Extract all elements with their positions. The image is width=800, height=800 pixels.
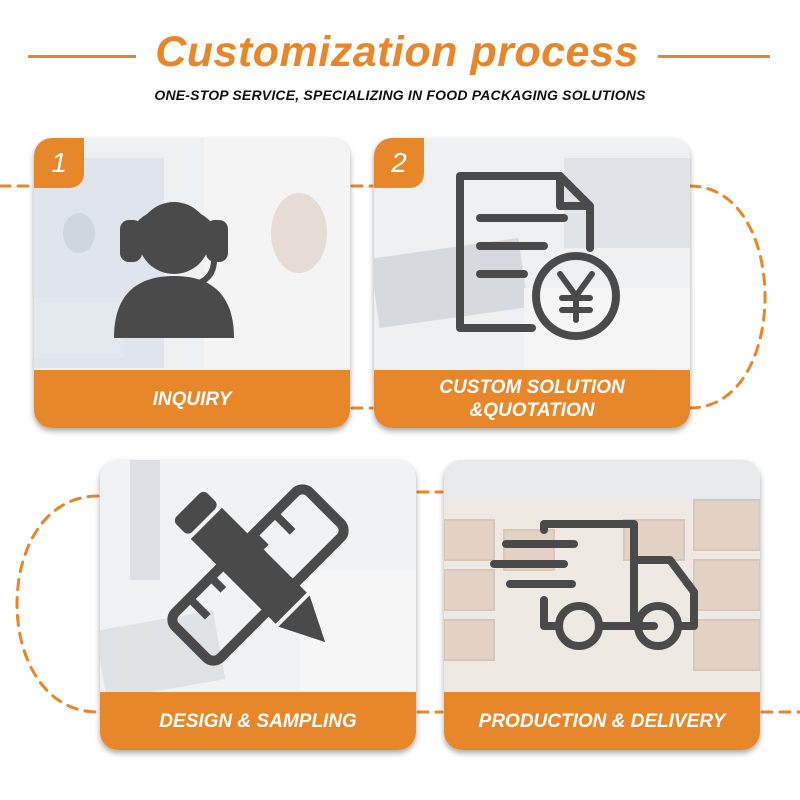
step-card-inquiry: 1 INQUIRY [34,138,350,428]
step-label: PRODUCTION & DELIVERY [478,710,726,732]
invoice-yen-icon [456,172,620,340]
page-subtitle: ONE-STOP SERVICE, SPECIALIZING IN FOOD P… [154,87,646,103]
step-number-badge: 2 [374,138,424,188]
step-label-bar: DESIGN & SAMPLING [100,692,416,750]
page-title: Customization process [155,28,639,76]
title-decorative-line-right [658,55,770,58]
title-row: Customization process [0,22,800,82]
delivery-truck-icon [490,520,698,650]
step-card-custom-solution-quotation: 2 CUSTOM SOLUTION &QUOTATION [374,138,690,428]
step-label: DESIGN & SAMPLING [159,710,357,732]
step-number-badge: 1 [34,138,84,188]
step-card-design-sampling: DESIGN & SAMPLING [100,460,416,750]
step-label-bar: CUSTOM SOLUTION &QUOTATION [374,370,690,428]
step-label-bar: INQUIRY [34,370,350,428]
step-label-bar: PRODUCTION & DELIVERY [444,692,760,750]
step-card-production-delivery: PRODUCTION & DELIVERY [444,460,760,750]
title-decorative-line-left [28,55,136,58]
pencil-ruler-icon [167,484,349,666]
step-label: INQUIRY [152,388,232,410]
step-label: CUSTOM SOLUTION &QUOTATION [439,377,625,421]
customer-service-headset-icon [114,202,234,338]
